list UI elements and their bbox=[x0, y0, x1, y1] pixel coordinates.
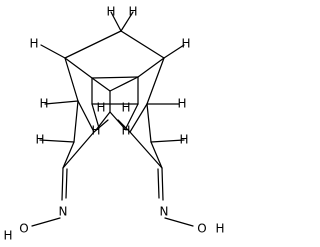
bond-top-4 bbox=[146, 57, 165, 105]
atom-h-10: H bbox=[121, 124, 130, 138]
atom-h-7: H bbox=[35, 133, 44, 147]
atom-n-right: N bbox=[160, 205, 169, 219]
atom-labels-group: H H H H H H H H H H H H N N O O H H bbox=[3, 5, 224, 243]
bond-ch-5 bbox=[44, 100, 79, 105]
bond-low-2 bbox=[146, 103, 152, 143]
bond-low-6 bbox=[117, 119, 131, 133]
bond-ch-4 bbox=[163, 44, 185, 59]
bond-top-5 bbox=[64, 57, 93, 79]
bond-cn-double-right-a bbox=[161, 167, 164, 201]
bond-top-1 bbox=[64, 30, 122, 59]
bond-ch-12 bbox=[109, 111, 127, 131]
bond-low-3 bbox=[77, 100, 95, 133]
bond-low-1 bbox=[73, 100, 79, 143]
bond-cn-double-right-b bbox=[157, 168, 160, 199]
bond-top-2 bbox=[120, 30, 165, 59]
atom-h-1: H bbox=[106, 5, 115, 19]
atom-h-9: H bbox=[91, 124, 100, 138]
bond-top-3 bbox=[64, 57, 79, 102]
atom-h-6: H bbox=[177, 97, 186, 111]
molecule-drawing: H H H H H H H H H H H H N N O O H H bbox=[3, 5, 224, 243]
atom-h-12: H bbox=[121, 101, 130, 115]
atom-n-left: N bbox=[59, 205, 68, 219]
bond-low-4 bbox=[129, 103, 148, 133]
atom-h-8: H bbox=[179, 133, 188, 147]
bond-inner-5 bbox=[91, 77, 111, 92]
bond-ch-3 bbox=[40, 44, 66, 59]
bond-ch-2 bbox=[120, 11, 134, 32]
bond-ch-10 bbox=[125, 103, 139, 129]
bond-inner-1 bbox=[91, 76, 139, 79]
chemical-structure-canvas: H H H H H H H H H H H H N N O O H H bbox=[3, 4, 225, 243]
bond-top-6 bbox=[137, 57, 165, 78]
atom-o-left: O bbox=[19, 222, 28, 236]
atom-h-left-hydroxyl: H bbox=[3, 229, 12, 243]
atom-h-2: H bbox=[128, 5, 137, 19]
bond-cn-left-2 bbox=[62, 131, 95, 169]
atom-h-11: H bbox=[96, 101, 105, 115]
bond-ch-9 bbox=[91, 103, 100, 129]
bond-ch-7 bbox=[39, 139, 75, 143]
atom-h-4: H bbox=[181, 37, 190, 51]
atom-o-right: O bbox=[197, 222, 206, 236]
atom-h-3: H bbox=[29, 37, 38, 51]
bond-cn-double-left-a bbox=[61, 167, 64, 201]
bond-cn-left-1 bbox=[62, 141, 75, 169]
atom-h-5: H bbox=[39, 97, 48, 111]
bond-ch-11 bbox=[95, 111, 111, 131]
bond-cn-right-2 bbox=[129, 131, 163, 169]
bond-ch-8 bbox=[150, 139, 185, 143]
bond-no-right bbox=[164, 217, 194, 227]
bond-no-left bbox=[31, 217, 61, 227]
bond-cn-right-1 bbox=[150, 141, 163, 169]
bond-inner-6 bbox=[109, 76, 139, 92]
bond-ch-1 bbox=[110, 11, 122, 32]
atom-h-right-hydroxyl: H bbox=[215, 222, 224, 236]
bonds-group bbox=[31, 11, 194, 227]
bond-cn-double-left-b bbox=[65, 168, 68, 199]
